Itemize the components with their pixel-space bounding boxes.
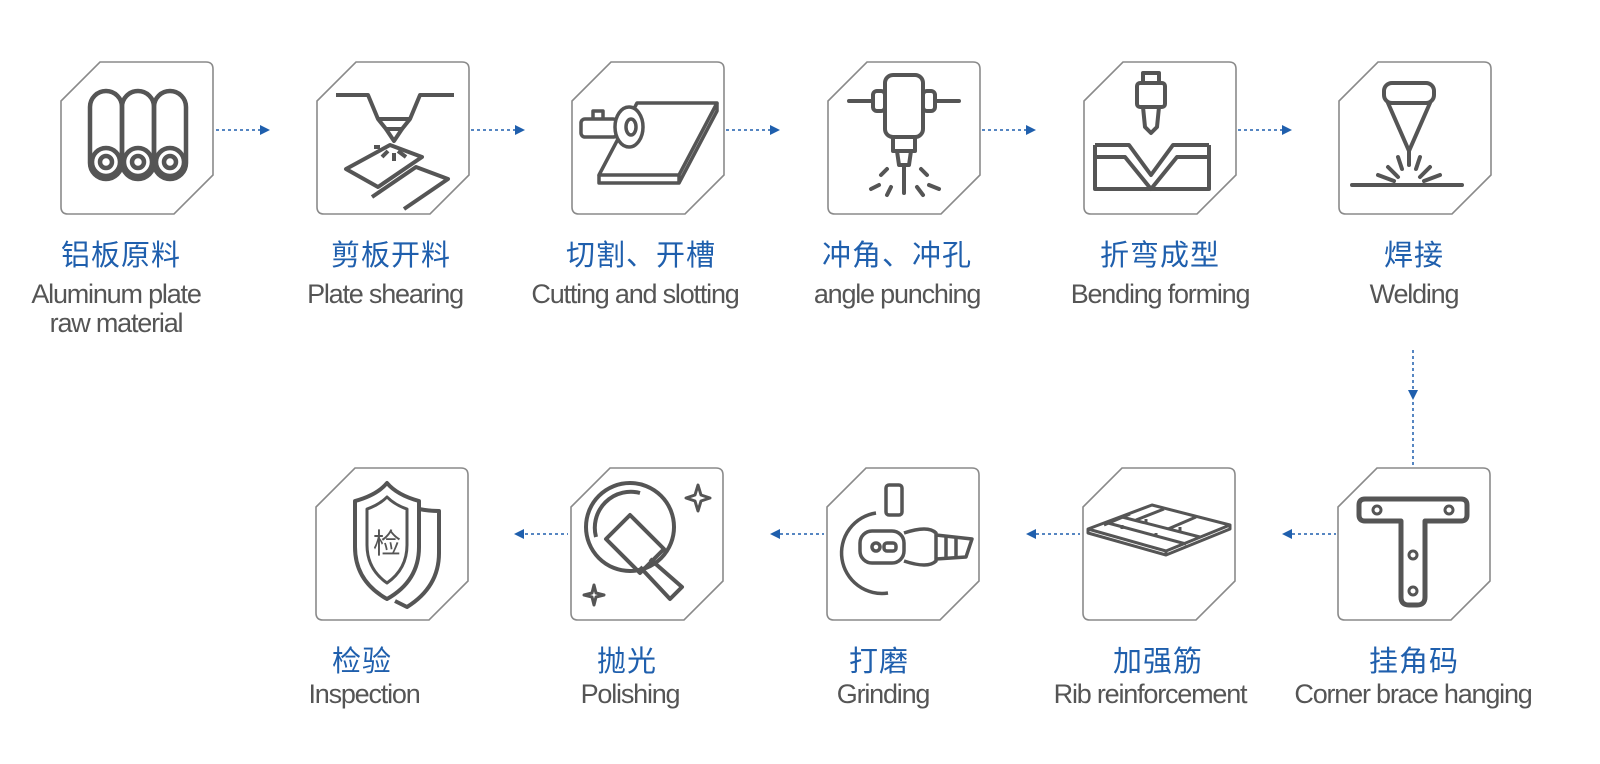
step-tile-corner-brace [1337,467,1491,621]
punch-drill-icon [847,73,961,197]
arrow-right-icon [770,125,780,135]
step-en-grinding: Grinding [836,679,931,709]
arrow-right-icon [260,125,270,135]
step-en-corner-brace: Corner brace hanging [1294,679,1532,709]
inspection-badge-text: 检 [373,527,401,560]
step-tile-rib [1082,467,1236,621]
step-en-polishing: Polishing [580,679,681,709]
arrow-left-icon [514,529,524,539]
welding-torch-icon [1350,81,1464,187]
step-cn-inspection: 检验 [331,644,392,678]
step-en-rib: Rib reinforcement [1053,679,1248,709]
t-bracket-icon [1356,496,1470,608]
rib-frame-icon [1086,503,1232,557]
step-en-inspection: Inspection [308,679,420,709]
step-cn-aluminum: 铝板原料 [60,238,181,272]
arrow-right-icon [515,125,525,135]
step-tile-aluminum [60,61,214,215]
angle-grinder-icon [839,483,974,596]
step-cn-corner-brace: 挂角码 [1368,644,1459,678]
arrow-left-icon [1026,529,1036,539]
shearing-blade-icon [336,93,454,211]
step-tile-welding [1338,61,1492,215]
step-tile-polishing [570,467,724,621]
cutting-disc-icon [579,101,719,185]
step-tile-cutting [571,61,725,215]
step-tile-shearing [316,61,470,215]
step-en-cutting: Cutting and slotting [531,279,739,309]
aluminum-rolls-icon [87,88,189,182]
step-tile-bending [1083,61,1237,215]
arrow-left-icon [770,529,780,539]
step-en-welding: Welding [1369,279,1460,309]
step-tile-punching [827,61,981,215]
step-en-aluminum-line2: raw material [49,308,184,338]
step-cn-polishing: 抛光 [596,644,657,678]
inspection-shield-icon: 检 [353,481,441,609]
step-cn-punching: 冲角、冲孔 [821,238,972,272]
arrow-right-icon [1026,125,1036,135]
step-en-shearing: Plate shearing [307,279,464,309]
step-cn-cutting: 切割、开槽 [565,238,716,272]
step-en-punching: angle punching [813,279,982,309]
arrow-down-icon [1408,390,1418,400]
step-cn-shearing: 剪板开料 [330,238,451,272]
polisher-icon [582,481,712,607]
arrow-left-icon [1282,529,1292,539]
step-en-aluminum-line1: Aluminum plate [31,279,201,309]
step-en-aluminum: Aluminum plate raw material [0,280,246,338]
press-brake-icon [1093,71,1211,191]
step-cn-rib: 加强筋 [1112,644,1203,678]
step-tile-grinding [826,467,980,621]
step-cn-grinding: 打磨 [848,644,909,678]
step-cn-bending: 折弯成型 [1099,238,1220,272]
arrow-right-icon [1282,125,1292,135]
step-tile-inspection: 检 [315,467,469,621]
step-en-bending: Bending forming [1070,279,1251,309]
step-cn-welding: 焊接 [1383,238,1444,272]
